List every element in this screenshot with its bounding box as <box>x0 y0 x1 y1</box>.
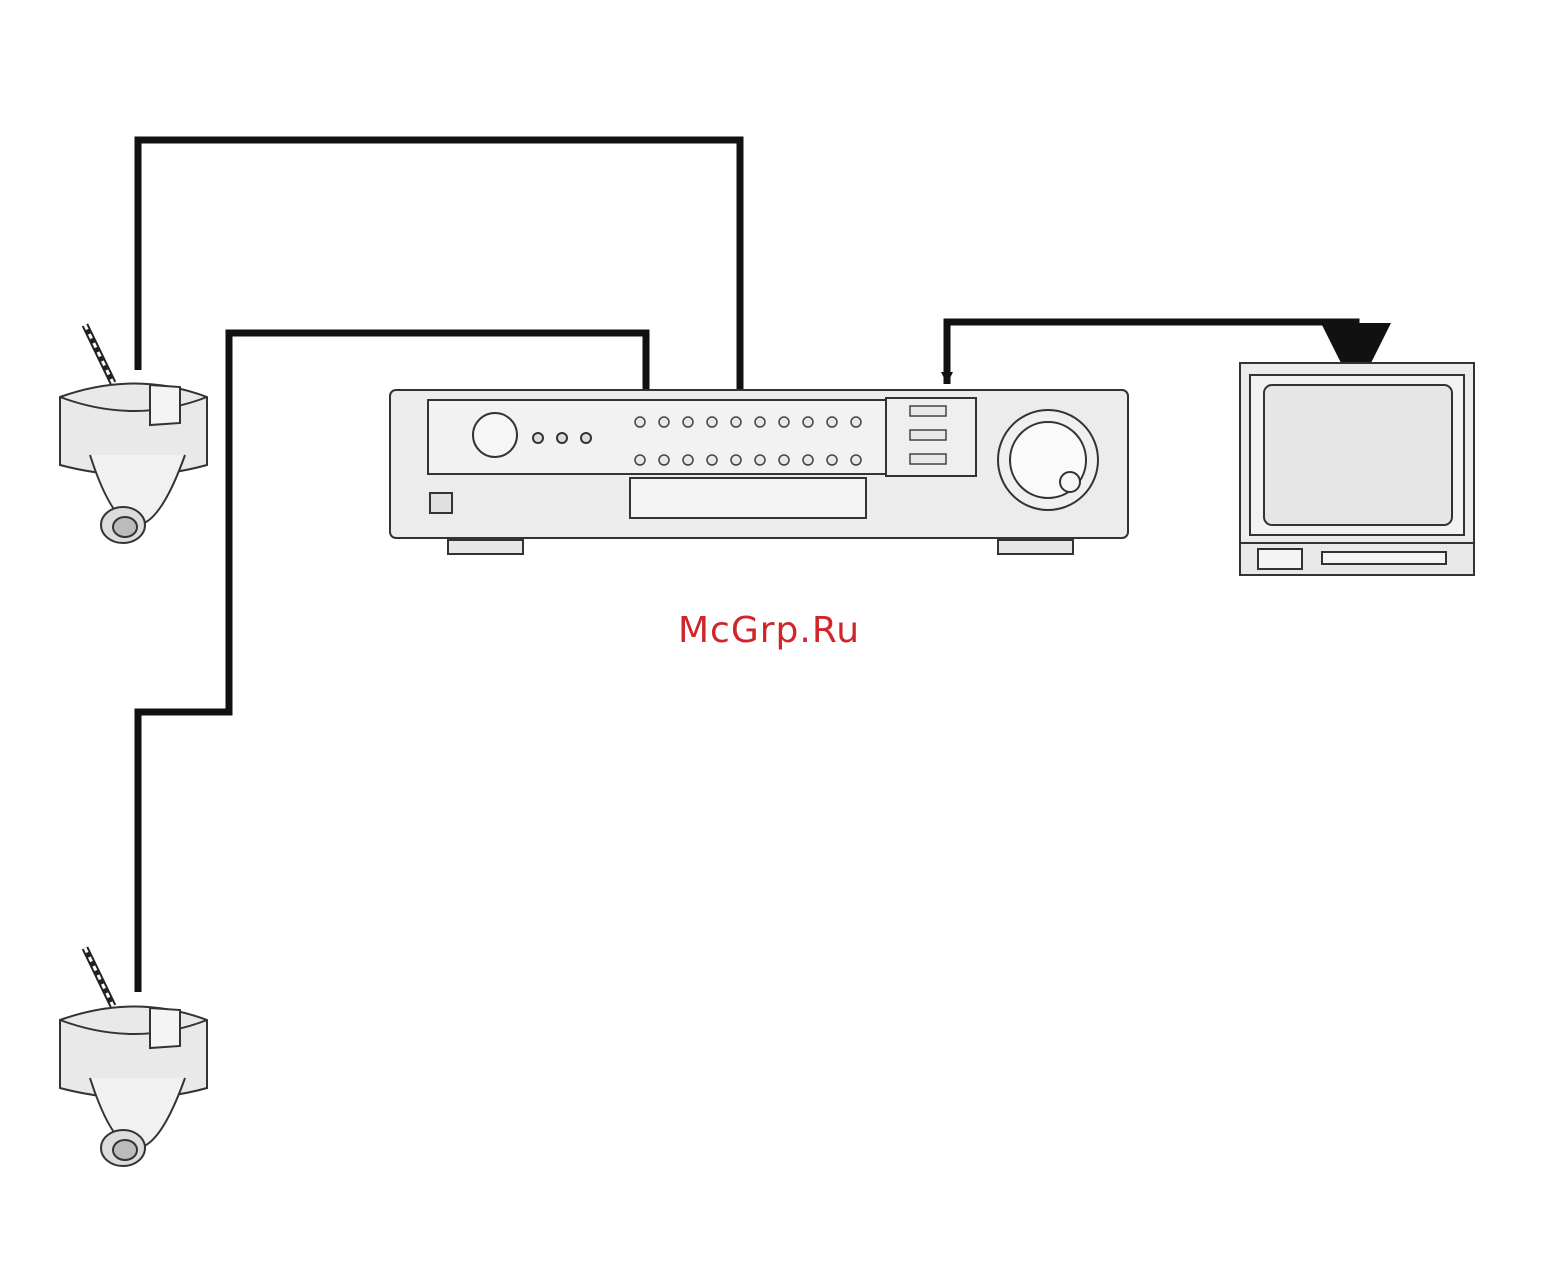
cable-arrow-dvr <box>941 372 953 384</box>
cables <box>138 140 1356 992</box>
dome-camera-icon <box>60 948 207 1166</box>
crt-monitor-icon <box>1240 363 1474 575</box>
dome-camera-icon <box>60 325 207 543</box>
dvr-recorder-icon <box>390 390 1128 554</box>
watermark-text: McGrp.Ru <box>678 610 860 651</box>
